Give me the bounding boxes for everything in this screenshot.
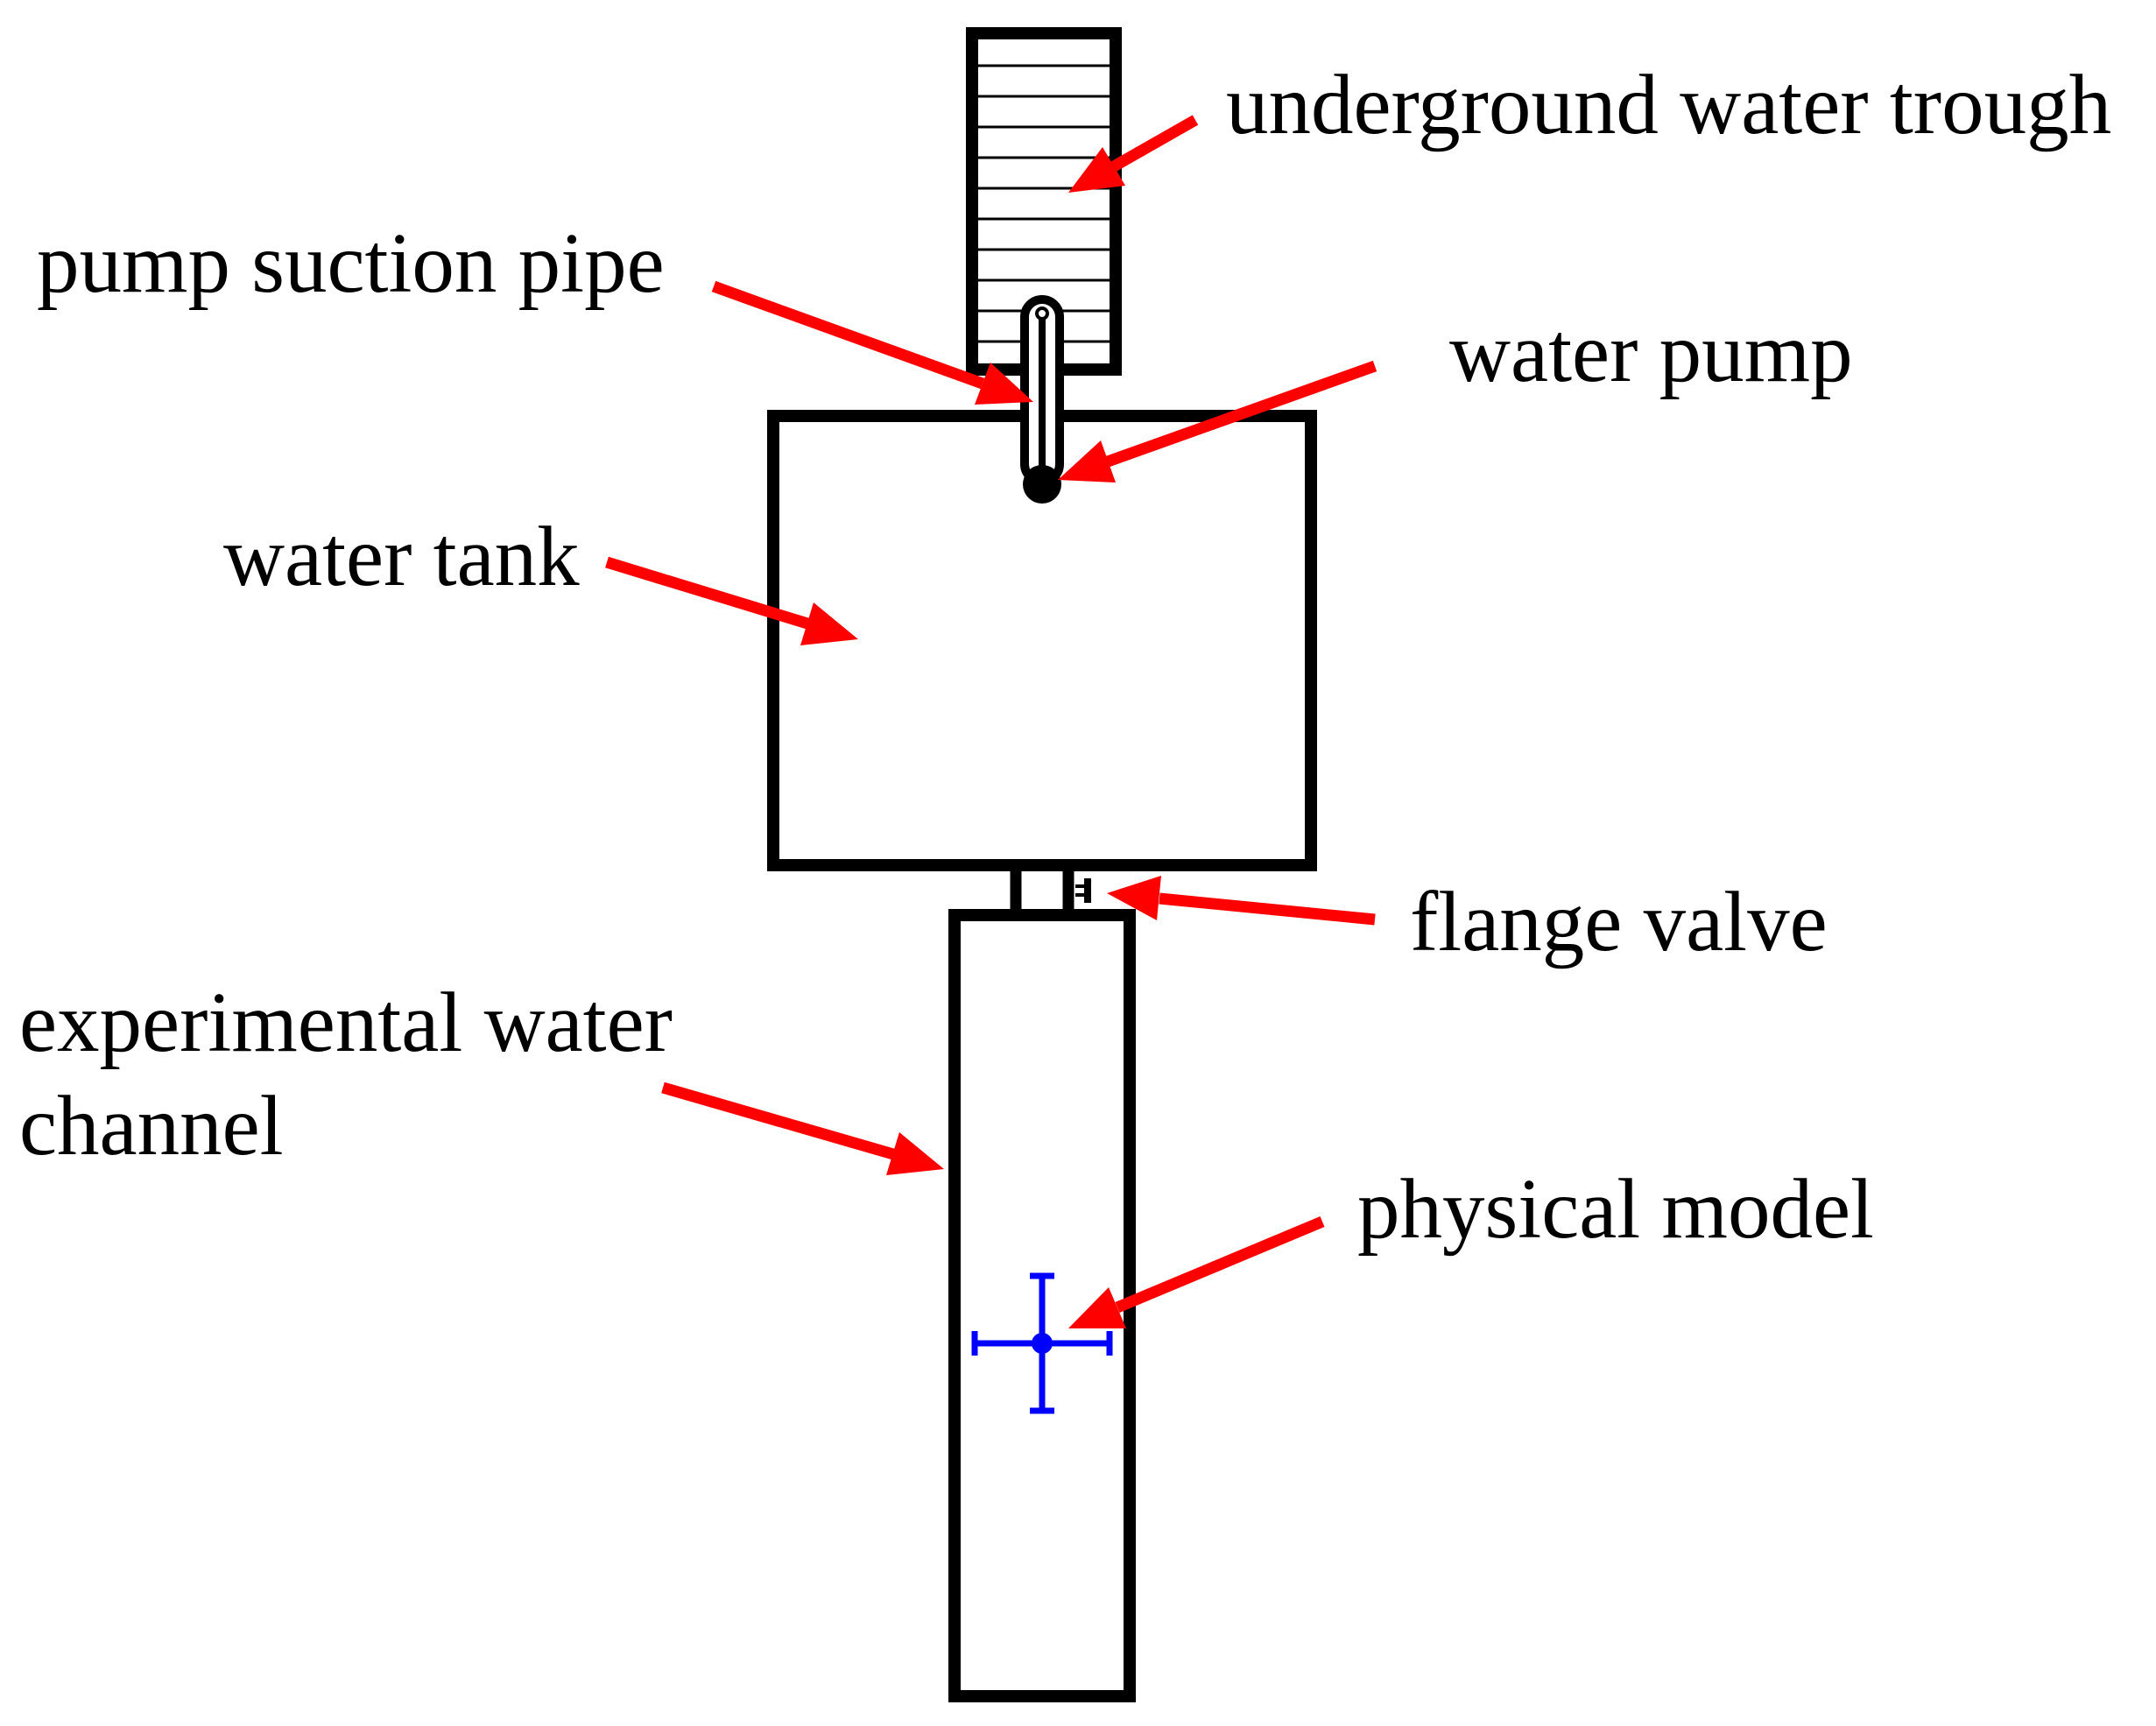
label-flange-valve: flange valve bbox=[1410, 875, 1828, 969]
label-pump-suction-pipe: pump suction pipe bbox=[37, 216, 665, 310]
physical-model bbox=[971, 1272, 1113, 1414]
arrow-pump-suction-pipe bbox=[711, 280, 1033, 405]
flange-valve bbox=[1075, 878, 1091, 903]
arrow-experimental-water-channel bbox=[661, 1081, 944, 1175]
arrow-water-tank bbox=[605, 556, 858, 645]
pump-suction-pipe bbox=[1020, 295, 1064, 486]
connecting-pipe bbox=[1010, 865, 1074, 915]
label-water-tank: water tank bbox=[223, 510, 580, 603]
arrow-flange-valve bbox=[1107, 876, 1376, 926]
arrow-underground-water-trough bbox=[1068, 115, 1199, 193]
arrow-water-pump bbox=[1058, 360, 1377, 483]
arrow-physical-model bbox=[1068, 1216, 1325, 1328]
water-pump bbox=[1023, 465, 1061, 504]
label-water-pump: water pump bbox=[1449, 306, 1853, 399]
label-underground-water-trough: underground water trough bbox=[1226, 58, 2111, 151]
label-physical-model: physical model bbox=[1357, 1162, 1874, 1256]
label-experimental-water-channel-line2: channel bbox=[19, 1079, 284, 1173]
label-experimental-water-channel-line1: experimental water bbox=[19, 976, 673, 1069]
